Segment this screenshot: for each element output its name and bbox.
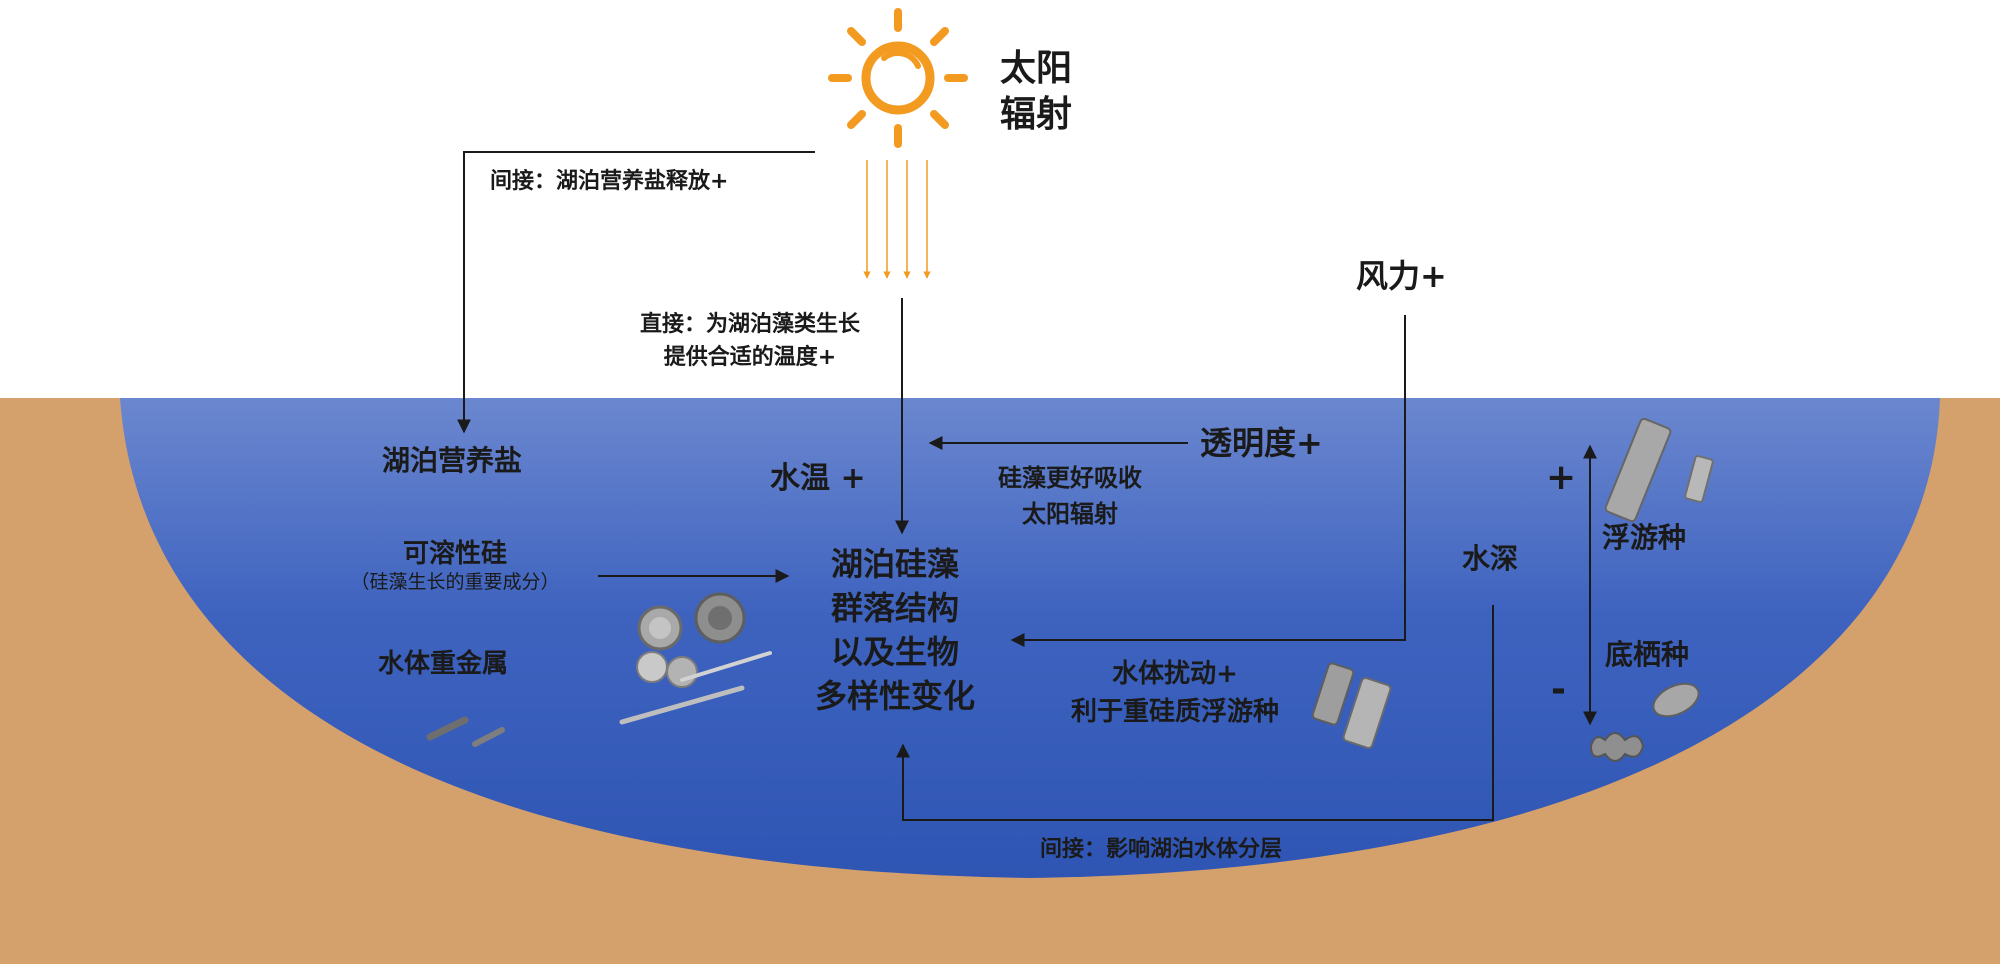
transparency-label: 透明度+ [1200,424,1323,462]
center-title-line3: 以及生物 [830,633,959,671]
disturbance-line1: 水体扰动+ [1112,659,1238,689]
planktonic-label: 浮游种 [1602,521,1687,554]
transparency-effect-label: 硅藻更好吸收 太阳辐射 [960,460,1180,532]
plus-sign: + [1546,457,1577,498]
depth-label: 水深 [1462,542,1519,575]
center-title-line2: 群落结构 [830,589,959,627]
diatom-pennate-1 [619,685,745,725]
water-temperature-label: 水温 + [770,461,866,496]
sun-icon [828,8,968,148]
center-title: 湖泊硅藻 群落结构 以及生物 多样性变化 [790,542,1000,718]
diatom-cluster-disturbance [1311,662,1392,749]
sun-label: 太阳 辐射 [1000,46,1072,138]
arrow-stratification [896,605,1494,821]
sun-label-line2: 辐射 [1000,94,1073,135]
silica-title: 可溶性硅 [402,539,507,569]
stratification-label: 间接：影响湖泊水体分层 [1040,837,1283,862]
direct-label-line1: 直接：为湖泊藻类生长 [639,312,860,337]
direct-label-line2: 提供合适的温度+ [663,345,837,370]
center-title-line1: 湖泊硅藻 [830,545,959,583]
diatom-centric-4 [666,656,698,688]
arrow-wind [1010,315,1406,647]
indirect-nutrient-label: 间接：湖泊营养盐释放+ [490,169,729,194]
sun-rays [863,160,931,279]
disturbance-line2: 利于重硅质浮游种 [1070,697,1279,727]
wind-label: 风力+ [1356,257,1447,295]
minus-sign: - [1551,669,1566,710]
disturbance-label: 水体扰动+ 利于重硅质浮游种 [1035,655,1315,731]
arrow-indirect-nutrient [457,151,815,434]
center-title-line4: 多样性变化 [814,677,975,715]
transparency-effect-line1: 硅藻更好吸收 [998,464,1142,492]
heavy-metals-label: 水体重金属 [378,649,509,679]
transparency-effect-line2: 太阳辐射 [1022,500,1118,528]
diatom-cluster-metals [426,716,505,747]
diatom-cluster-benthic [1589,682,1700,762]
diatom-pennate-2 [680,651,772,682]
benthic-label: 底栖种 [1605,638,1690,671]
diatom-centric-3 [636,651,668,683]
diatom-cluster-planktonic [1604,417,1714,523]
sun-label-line1: 太阳 [1000,48,1073,89]
silica-label: 可溶性硅 （硅藻生长的重要成分） [330,538,580,594]
diatom-cluster-left [619,592,772,725]
nutrients-label: 湖泊营养盐 [382,444,523,477]
silica-note: （硅藻生长的重要成分） [350,570,560,593]
direct-temperature-label: 直接：为湖泊藻类生长 提供合适的温度+ [600,308,900,374]
lake-water [120,398,1940,878]
